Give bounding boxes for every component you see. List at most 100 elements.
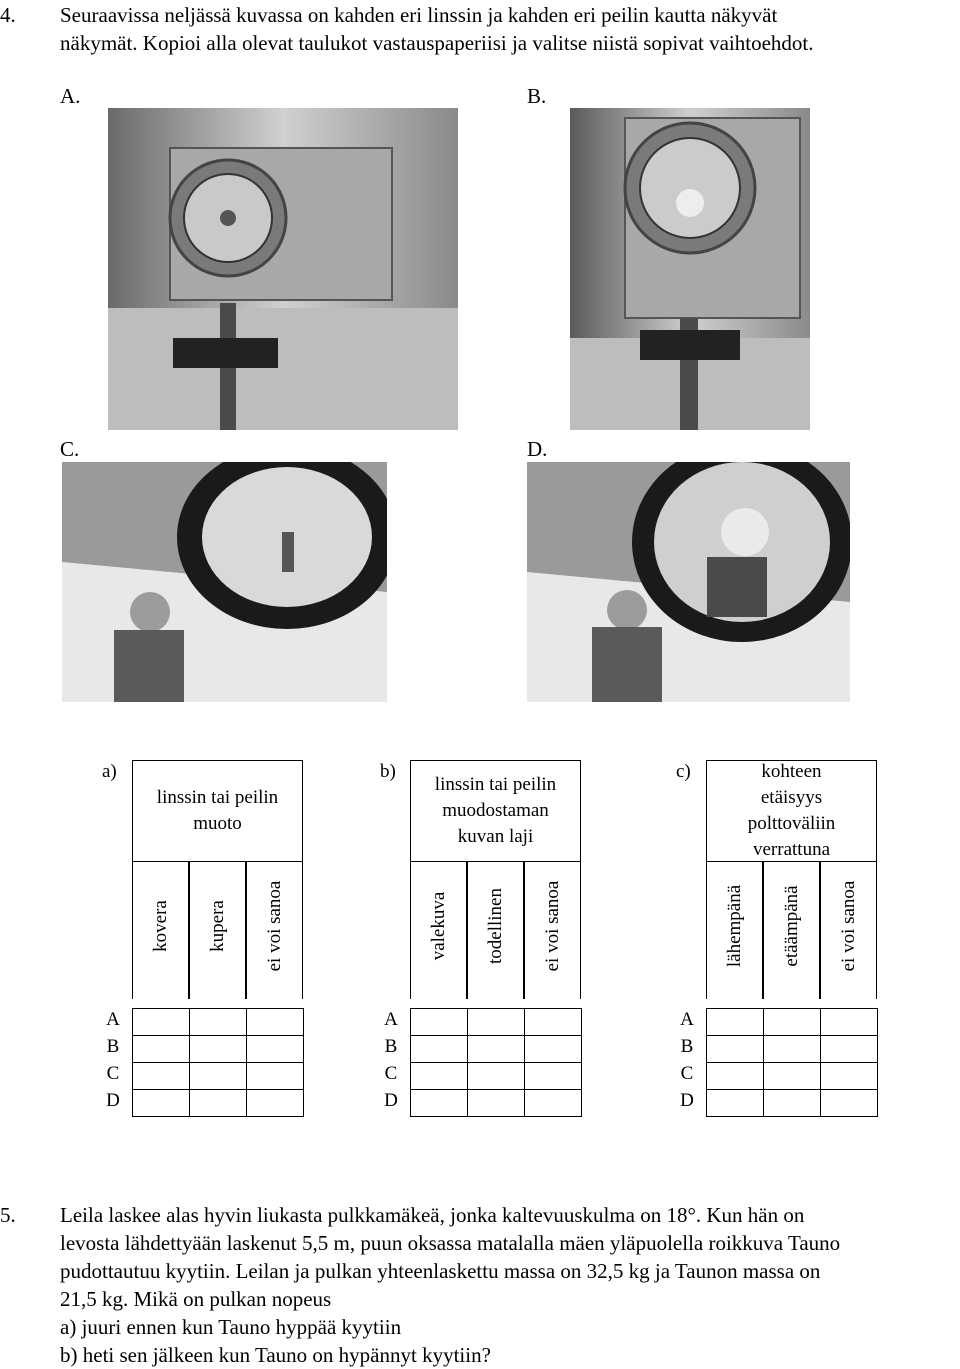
- answer-cell[interactable]: [410, 1035, 468, 1063]
- table-header-line: etäisyys: [760, 787, 823, 808]
- answer-cell[interactable]: [246, 1035, 304, 1063]
- answer-cell[interactable]: [410, 1089, 468, 1117]
- answer-cell[interactable]: [763, 1035, 821, 1063]
- table-part-label: c): [676, 761, 691, 782]
- row-label: C: [680, 1063, 694, 1084]
- answer-cell[interactable]: [189, 1008, 247, 1036]
- column-header-label: todellinen: [484, 888, 506, 964]
- q5-line5: a) juuri ennen kun Tauno hyppää kyytiin: [60, 1315, 402, 1339]
- table-part-label: b): [380, 761, 396, 782]
- q4-line1: Seuraavissa neljässä kuvassa on kahden e…: [60, 3, 778, 27]
- q5-line2: levosta lähdettyään laskenut 5,5 m, puun…: [60, 1231, 841, 1255]
- q4-number: 4.: [0, 3, 16, 27]
- table-header: linssin tai peilin muoto: [132, 760, 303, 862]
- answer-cell[interactable]: [189, 1089, 247, 1117]
- answer-cell[interactable]: [524, 1062, 582, 1090]
- column-header-label: ei voi sanoa: [837, 880, 859, 972]
- answer-cell[interactable]: [132, 1089, 190, 1117]
- answer-cell[interactable]: [467, 1008, 525, 1036]
- table-header: kohteen etäisyys polttoväliin verrattuna: [706, 760, 877, 862]
- answer-cell[interactable]: [706, 1008, 764, 1036]
- column-header-label: kupera: [206, 900, 228, 952]
- answer-cell[interactable]: [820, 1008, 878, 1036]
- q5-number: 5.: [0, 1203, 16, 1227]
- answer-cell[interactable]: [246, 1062, 304, 1090]
- q5-line4: 21,5 kg. Mikä on pulkan nopeus: [60, 1287, 332, 1311]
- photo-c: [62, 462, 387, 702]
- table-header-line: linssin tai peilin: [434, 774, 557, 795]
- column-header-label: ei voi sanoa: [263, 880, 285, 972]
- row-label: A: [680, 1009, 694, 1030]
- table-header: linssin tai peilin muodostaman kuvan laji: [410, 760, 581, 862]
- row-label: A: [106, 1009, 120, 1030]
- answer-cell[interactable]: [189, 1035, 247, 1063]
- column-header: todellinen: [467, 862, 524, 999]
- answer-cell[interactable]: [410, 1008, 468, 1036]
- column-header: valekuva: [410, 862, 467, 999]
- mirror-c-image: [62, 462, 387, 702]
- row-label: D: [384, 1090, 398, 1111]
- answer-cell[interactable]: [820, 1062, 878, 1090]
- photo-label-d: D.: [527, 437, 548, 461]
- table-part-label: a): [102, 761, 117, 782]
- column-header-label: ei voi sanoa: [541, 880, 563, 972]
- answer-cell[interactable]: [706, 1089, 764, 1117]
- lens-box-a-image: [108, 108, 458, 430]
- answer-cell[interactable]: [132, 1008, 190, 1036]
- column-header: kupera: [189, 862, 246, 999]
- column-header-label: etäämpänä: [780, 885, 802, 967]
- table-header-line: muodostaman: [442, 800, 549, 821]
- row-label: B: [106, 1036, 120, 1057]
- answer-cell[interactable]: [246, 1089, 304, 1117]
- table-header-line: linssin tai peilin: [156, 787, 279, 808]
- answer-cell[interactable]: [246, 1008, 304, 1036]
- q5-line1: Leila laskee alas hyvin liukasta pulkkam…: [60, 1203, 805, 1227]
- table-header-line: polttoväliin: [747, 813, 836, 834]
- photo-label-c: C.: [60, 437, 80, 461]
- row-label: B: [384, 1036, 398, 1057]
- q5-line3: pudottautuu kyytiin. Leilan ja pulkan yh…: [60, 1259, 821, 1283]
- answer-cell[interactable]: [410, 1062, 468, 1090]
- answer-cell[interactable]: [524, 1008, 582, 1036]
- column-header: kovera: [132, 862, 189, 999]
- photo-a: [108, 108, 458, 430]
- answer-cell[interactable]: [763, 1089, 821, 1117]
- answer-cell[interactable]: [467, 1035, 525, 1063]
- answer-cell[interactable]: [467, 1062, 525, 1090]
- photo-label-a: A.: [60, 84, 81, 108]
- answer-cell[interactable]: [467, 1089, 525, 1117]
- answer-cell[interactable]: [820, 1089, 878, 1117]
- table-header-line: verrattuna: [752, 839, 830, 860]
- column-header-label: kovera: [149, 900, 171, 952]
- column-header: ei voi sanoa: [524, 862, 581, 999]
- lens-box-b-image: [570, 108, 810, 430]
- mirror-d-image: [527, 462, 850, 702]
- photo-label-b: B.: [527, 84, 547, 108]
- row-label: A: [384, 1009, 398, 1030]
- answer-cell[interactable]: [189, 1062, 247, 1090]
- answer-cell[interactable]: [524, 1089, 582, 1117]
- answer-cell[interactable]: [763, 1062, 821, 1090]
- row-label: D: [680, 1090, 694, 1111]
- table-header-line: kohteen: [761, 761, 822, 782]
- answer-cell[interactable]: [706, 1062, 764, 1090]
- answer-cell[interactable]: [132, 1035, 190, 1063]
- table-header-line: kuvan laji: [457, 826, 534, 847]
- row-label: C: [384, 1063, 398, 1084]
- column-header: ei voi sanoa: [246, 862, 303, 999]
- column-header: ei voi sanoa: [820, 862, 877, 999]
- row-label: C: [106, 1063, 120, 1084]
- answer-cell[interactable]: [524, 1035, 582, 1063]
- photo-b: [570, 108, 810, 430]
- answer-cell[interactable]: [706, 1035, 764, 1063]
- q5-line6: b) heti sen jälkeen kun Tauno on hypänny…: [60, 1343, 491, 1367]
- answer-cell[interactable]: [132, 1062, 190, 1090]
- column-header-label: lähempänä: [723, 884, 745, 968]
- answer-cell[interactable]: [820, 1035, 878, 1063]
- row-label: D: [106, 1090, 120, 1111]
- answer-cell[interactable]: [763, 1008, 821, 1036]
- table-header-line: muoto: [193, 813, 242, 834]
- column-header-label: valekuva: [427, 891, 449, 961]
- column-header: etäämpänä: [763, 862, 820, 999]
- column-header: lähempänä: [706, 862, 763, 999]
